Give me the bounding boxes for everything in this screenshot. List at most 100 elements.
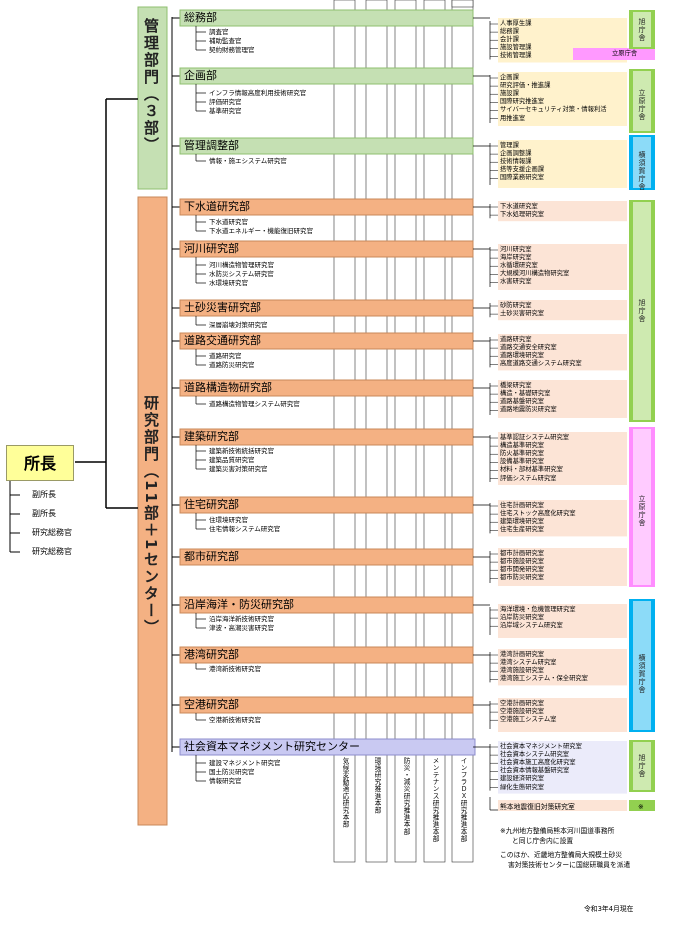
dept-name-gesui: 下水道研究部 bbox=[184, 200, 250, 213]
deputy-director-1: 副所長 bbox=[32, 490, 56, 499]
campus-label-4: 立原庁舎 bbox=[638, 495, 646, 527]
unit-kenchiku-0: 基準認証システム研究室 bbox=[500, 434, 570, 441]
unit-shakai-5: 緑化生態研究室 bbox=[500, 783, 545, 791]
dept-name-jutaku: 住宅研究部 bbox=[184, 498, 239, 511]
unit-box-engan bbox=[498, 604, 627, 638]
kyushu-mark-box bbox=[629, 800, 655, 811]
sub-officer-kenchiku-0: 建築新技術統括研究官 bbox=[209, 447, 274, 455]
sub-officer-shakai-2: 情報研究官 bbox=[209, 777, 242, 785]
unit-dorokotsu-0: 道路研究室 bbox=[500, 336, 532, 343]
unit-kanri-3: 搭等支援企画課 bbox=[500, 166, 545, 174]
sub-officer-gesui-0: 下水道研究官 bbox=[209, 218, 248, 226]
campus-label-1: 立原庁舎 bbox=[638, 89, 646, 121]
sub-officer-kikaku-0: インフラ情報高度利用技術研究官 bbox=[209, 89, 307, 97]
sub-officer-shakai-0: 建設マネジメント研究官 bbox=[209, 759, 281, 767]
research-division-box bbox=[137, 196, 168, 826]
director-box: 所長 bbox=[6, 445, 74, 481]
sub-officer-soumu-0: 調査官 bbox=[209, 28, 229, 36]
dept-header-soumu bbox=[179, 9, 474, 27]
campus-bar-inner-6 bbox=[633, 742, 651, 790]
unit-kenchiku-5: 評価システム研究室 bbox=[500, 474, 557, 482]
sub-officer-kasen-0: 河川構造物管理研究官 bbox=[209, 261, 274, 269]
unit-box-dorokozo bbox=[498, 380, 627, 418]
unit-kenchiku-2: 防火基準研究室 bbox=[500, 450, 545, 458]
unit-dorokozo-0: 橋梁研究室 bbox=[500, 382, 532, 389]
sub-officer-gesui-1: 下水道エネルギー・機能復旧研究官 bbox=[209, 227, 313, 235]
dept-name-toshi: 都市研究部 bbox=[184, 550, 239, 563]
unit-kikaku-2: 施設課 bbox=[500, 90, 519, 98]
unit-toshi-1: 都市施設研究室 bbox=[500, 558, 545, 566]
promotion-unit-2: 防災・減災研究推進本部 bbox=[402, 757, 410, 836]
unit-dorokotsu-1: 道路交通安全研究室 bbox=[500, 344, 557, 352]
sub-officer-soumu-1: 補助監查官 bbox=[209, 37, 242, 45]
dept-name-dorokozo: 道路構造物研究部 bbox=[184, 381, 272, 394]
promotion-unit-1: 環境研究推進本部 bbox=[373, 757, 381, 814]
sub-officer-kikaku-2: 基準研究官 bbox=[209, 107, 242, 115]
kyushu-unit-label: 熊本地震復旧対策研究室 bbox=[500, 803, 575, 811]
unit-kuko-1: 空港施設研究室 bbox=[500, 708, 545, 716]
unit-box-dosha bbox=[498, 300, 627, 321]
dept-name-soumu: 総務部 bbox=[184, 11, 217, 24]
unit-soumu-2: 会計課 bbox=[500, 36, 519, 44]
unit-toshi-3: 都市防災研究室 bbox=[500, 574, 545, 582]
sub-officer-kuko-0: 空港新技術研究官 bbox=[209, 716, 261, 724]
unit-soumu-4: 技術管理課 bbox=[500, 52, 532, 60]
unit-box-kuko bbox=[498, 698, 627, 732]
dept-name-kenchiku: 建築研究部 bbox=[184, 430, 239, 443]
unit-box-shakai bbox=[498, 741, 627, 794]
unit-jutaku-3: 住宅生産研究室 bbox=[500, 526, 545, 534]
unit-soumu-0: 人事厚生課 bbox=[500, 20, 532, 27]
unit-dorokozo-1: 構造・基礎研究室 bbox=[500, 390, 551, 398]
unit-kikaku-5: 用推進室 bbox=[500, 114, 526, 122]
unit-kikaku-1: 研究評価・推進課 bbox=[500, 82, 551, 90]
promotion-unit-4: インフラＤＸ研究推進本部 bbox=[459, 757, 467, 843]
unit-kenchiku-3: 設備基準研究室 bbox=[500, 458, 545, 466]
unit-box-kikaku bbox=[498, 72, 627, 126]
unit-jutaku-0: 住宅計画研究室 bbox=[500, 502, 545, 509]
unit-engan-2: 沿岸域システム研究室 bbox=[500, 622, 563, 630]
deputy-director-2: 副所長 bbox=[32, 509, 56, 518]
sub-officer-kasen-1: 水防災システム研究官 bbox=[209, 270, 274, 278]
unit-shakai-0: 社会資本マネジメント研究室 bbox=[500, 743, 582, 750]
dept-header-kikaku bbox=[179, 67, 474, 85]
unit-kanri-2: 技術情報課 bbox=[500, 158, 532, 166]
campus-bar-inner-0 bbox=[633, 12, 651, 47]
unit-kenchiku-1: 構造基準研究室 bbox=[500, 442, 545, 450]
campus-label-2: 横須賀庁舎 bbox=[638, 150, 646, 191]
unit-shakai-3: 社会資本情報基盤研究室 bbox=[500, 767, 570, 775]
sub-officer-kowan-0: 港湾新技術研究官 bbox=[209, 665, 261, 673]
dept-name-kuko: 空港研究部 bbox=[184, 698, 239, 711]
unit-dorokotsu-3: 高度道路交通システム研究室 bbox=[500, 360, 582, 368]
sub-officer-engan-0: 沿岸海洋新技術研究官 bbox=[209, 615, 274, 623]
unit-box-kasen bbox=[498, 244, 627, 290]
unit-kuko-2: 空港施工システム室 bbox=[500, 716, 557, 724]
unit-kenchiku-4: 材料・部材基準研究室 bbox=[500, 466, 563, 474]
sub-officer-jutaku-0: 住環境研究官 bbox=[209, 516, 248, 524]
unit-kowan-1: 港湾システム研究室 bbox=[500, 659, 557, 667]
unit-box-kenchiku bbox=[498, 432, 627, 485]
unit-kasen-1: 海岸研究室 bbox=[500, 254, 532, 262]
sub-officer-kenchiku-2: 建築災害対策研究官 bbox=[209, 465, 268, 473]
sub-officer-shakai-1: 国土防災研究官 bbox=[209, 768, 255, 776]
unit-jutaku-2: 建築環境研究室 bbox=[500, 518, 545, 526]
unit-box-toshi bbox=[498, 548, 627, 586]
unit-soumu-1: 総務課 bbox=[500, 28, 519, 36]
unit-dosha-0: 砂防研究室 bbox=[500, 302, 532, 309]
sub-officer-soumu-2: 契約財務管理官 bbox=[209, 46, 255, 54]
unit-dorokotsu-2: 道路環境研究室 bbox=[500, 352, 545, 360]
unit-gesui-1: 下水処理研究室 bbox=[500, 211, 545, 219]
campus-bar-inner-3 bbox=[633, 202, 651, 420]
dept-name-kowan: 港湾研究部 bbox=[184, 648, 239, 661]
unit-kasen-4: 水害研究室 bbox=[500, 278, 532, 286]
unit-shakai-1: 社会資本システム研究室 bbox=[500, 751, 570, 759]
dept-name-dosha: 土砂災害研究部 bbox=[184, 301, 261, 314]
unit-kanri-0: 管理課 bbox=[500, 142, 519, 149]
sub-officer-kenchiku-1: 建築品質研究官 bbox=[209, 456, 255, 464]
sub-officer-dorokotsu-1: 道路防災研究官 bbox=[209, 361, 255, 369]
footnote-1: ※九州地方整備局熊本河川国道事務所 bbox=[500, 827, 615, 835]
campus-label-0: 旭庁舎 bbox=[638, 17, 646, 42]
footnote-4: 害対策技術センターに国総研職員を派遣 bbox=[508, 861, 631, 869]
unit-kanri-4: 国際業務研究室 bbox=[500, 174, 545, 182]
unit-dosha-1: 土砂災害研究室 bbox=[500, 310, 545, 318]
